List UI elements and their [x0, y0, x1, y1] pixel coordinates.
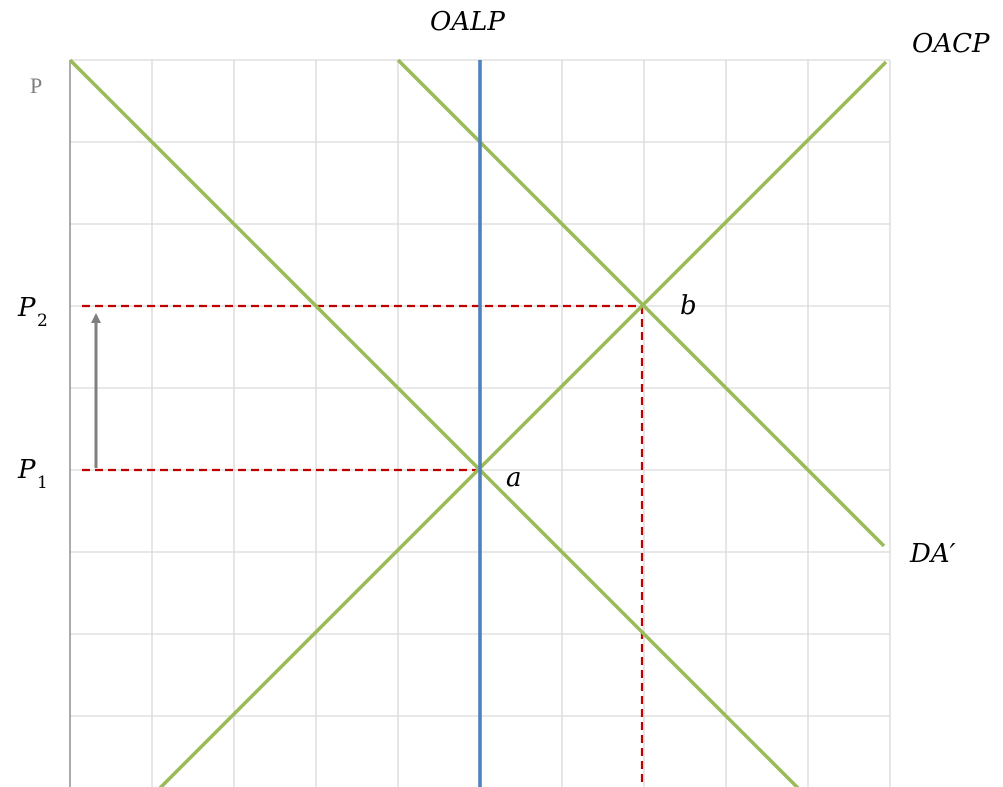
- original-demand-curve: [68, 58, 800, 787]
- guide-lines: [82, 304, 644, 787]
- oacp-curve: [158, 60, 888, 787]
- price-axis-label: P: [30, 73, 42, 98]
- p1-label: P: [17, 455, 36, 485]
- shifted-demand-curve: [396, 58, 886, 548]
- oacp-label: OACP: [912, 29, 990, 59]
- da-prime-label: DA′: [909, 539, 956, 569]
- oalp-label: OALP: [430, 7, 505, 37]
- p1-subscript: 1: [37, 473, 48, 493]
- curves: [68, 58, 888, 787]
- p2-label: P: [17, 293, 36, 323]
- p2-subscript: 2: [37, 311, 48, 331]
- point-a-label: a: [506, 463, 522, 493]
- text-labels: OALP OACP P P 2 P 1 a b DA′: [17, 7, 990, 569]
- point-b-label: b: [680, 291, 697, 321]
